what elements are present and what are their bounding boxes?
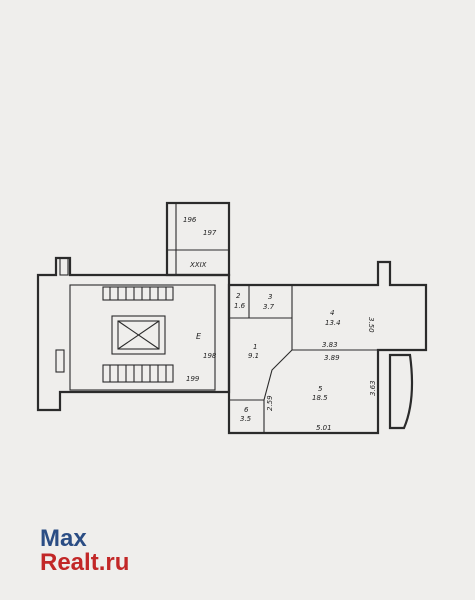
dim-350: 3.50 [367, 317, 375, 333]
room-4-number: 4 [330, 309, 334, 317]
room-3-area: 3.7 [263, 303, 275, 311]
label-xxix: XXIX [189, 261, 207, 269]
stair-treads-top [109, 287, 167, 300]
room-1-number: 1 [253, 343, 257, 351]
label-198: 198 [203, 352, 217, 360]
stair-treads-bottom [109, 365, 167, 382]
room-5-number: 5 [318, 385, 323, 393]
dim-383: 3.83 [322, 341, 338, 349]
room-2-area: 1.6 [234, 302, 246, 310]
room-4-area: 13.4 [325, 319, 341, 327]
label-199: 199 [186, 375, 200, 383]
stairwell-block [36, 256, 231, 412]
watermark-line-2: Realt.ru [40, 549, 130, 576]
room-3-number: 3 [268, 293, 272, 301]
label-197: 197 [203, 229, 217, 237]
dim-259: 2.59 [266, 395, 274, 411]
room-2-number: 2 [236, 292, 241, 300]
dim-389: 3.89 [324, 354, 340, 362]
room-6-number: 6 [244, 406, 249, 414]
dim-501: 5.01 [316, 424, 332, 432]
room-5-area: 18.5 [312, 394, 328, 402]
apartment-block [227, 260, 428, 435]
dim-363: 3.63 [369, 380, 377, 396]
watermark-logo: Max Realt.ru [40, 527, 129, 575]
room-1-area: 9.1 [248, 352, 259, 360]
watermark-line-1: Max [40, 525, 87, 552]
label-e: E [196, 332, 202, 341]
elevator-shaft [111, 315, 166, 355]
room-6-area: 3.5 [240, 415, 252, 423]
label-196: 196 [183, 216, 197, 224]
